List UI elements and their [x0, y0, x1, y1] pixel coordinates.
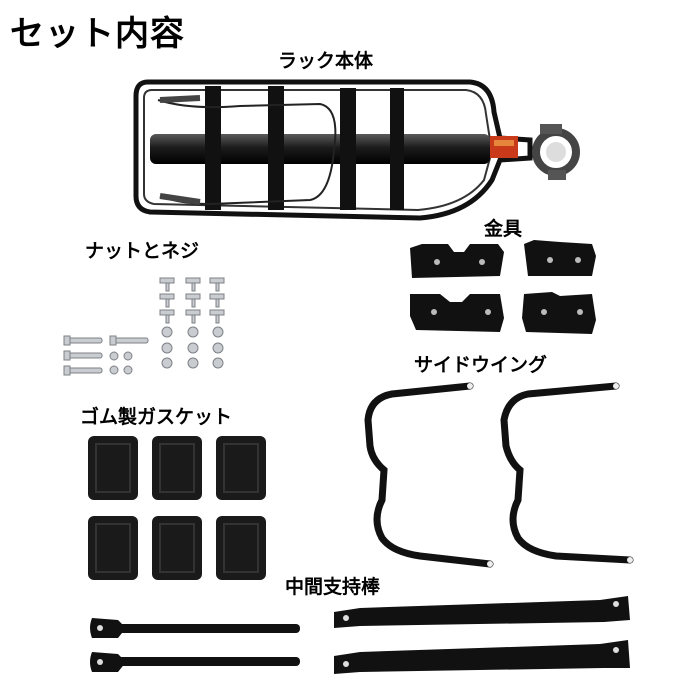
- side-wings-image: [364, 382, 634, 568]
- support-bars-image: [90, 596, 630, 674]
- nuts-screws-label: ナットとネジ: [85, 240, 200, 262]
- brackets-label: 金具: [484, 218, 523, 240]
- rubber-gaskets-image: [88, 436, 266, 580]
- page-title: セット内容: [10, 14, 185, 54]
- rack-label: ラック本体: [278, 50, 374, 72]
- nuts-screws-image: [63, 277, 225, 376]
- brackets-image: [410, 240, 596, 334]
- rack-center-tube: [150, 134, 490, 164]
- rubber-gaskets-label: ゴム製ガスケット: [80, 406, 233, 428]
- support-bars-label: 中間支持棒: [285, 576, 381, 598]
- side-wings-label: サイドウイング: [414, 354, 548, 376]
- reflector-icon: [490, 136, 518, 158]
- rack-image: [133, 79, 580, 221]
